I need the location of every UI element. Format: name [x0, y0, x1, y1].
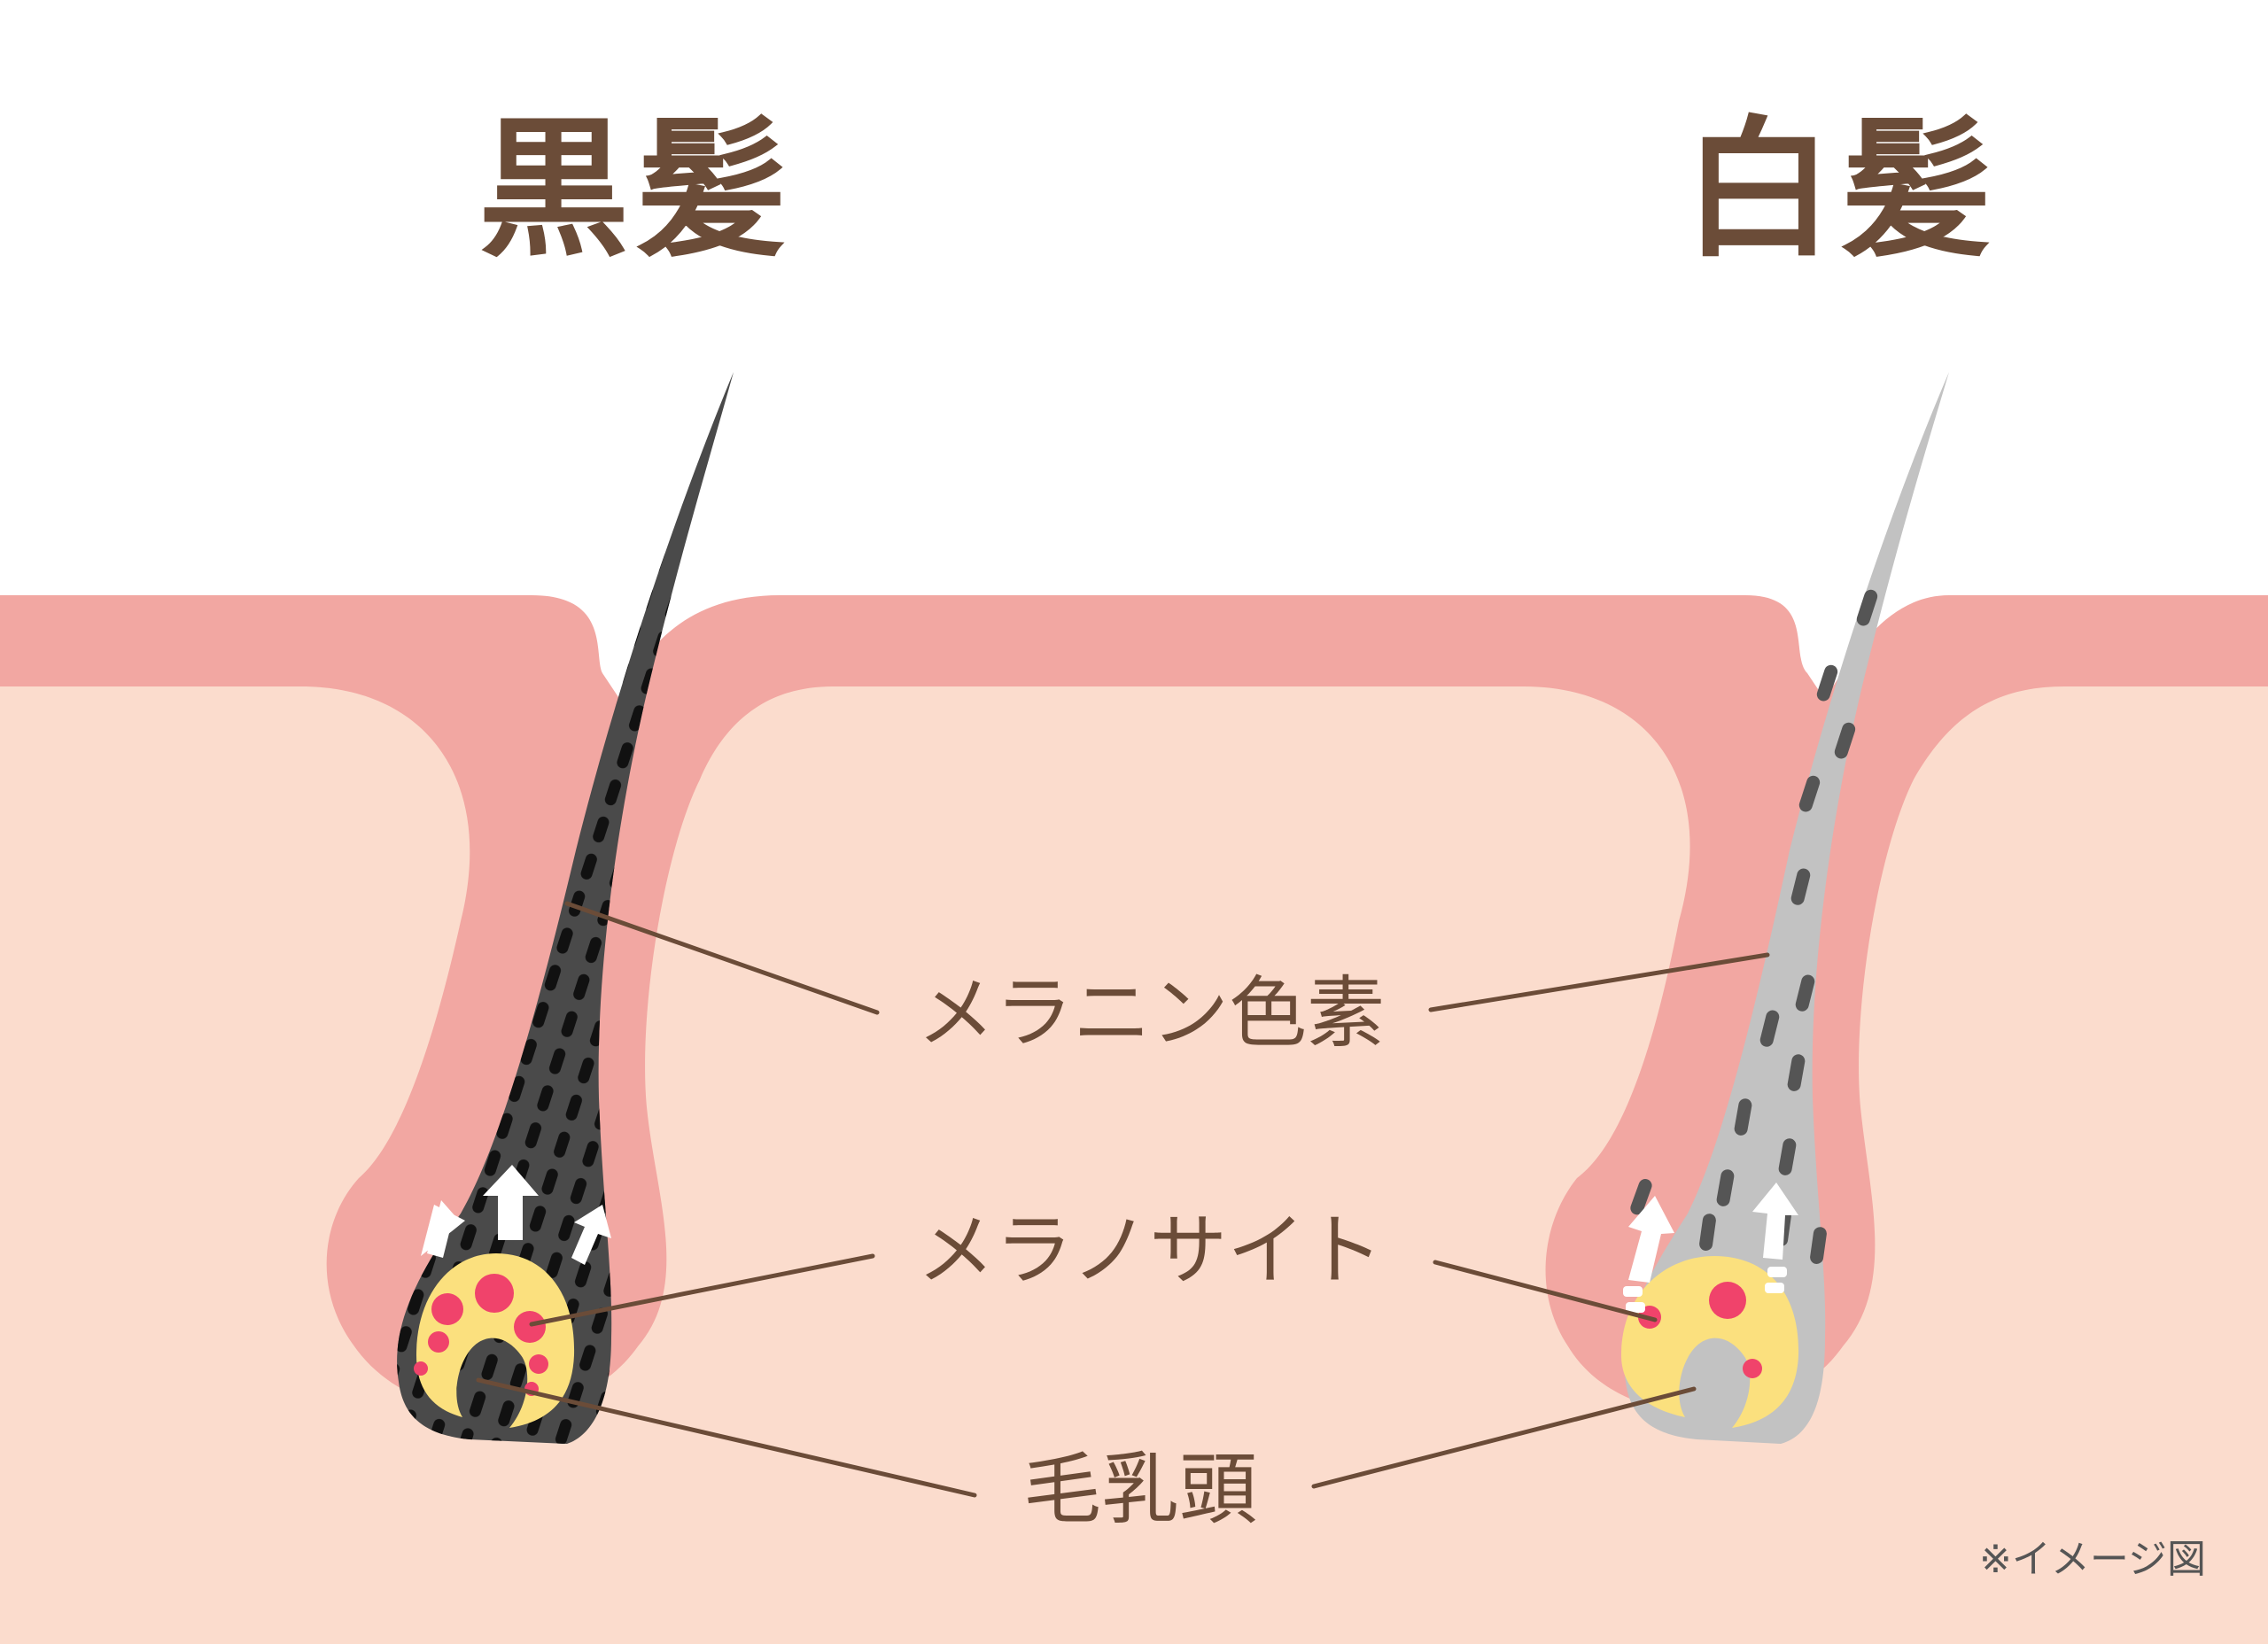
- leader-lines: [476, 901, 1770, 1498]
- title-white-hair: 白髪: [1683, 103, 2000, 278]
- melanin-arrows: [421, 1165, 611, 1265]
- leader-line-melanin-white: [1428, 952, 1770, 1012]
- melanocyte-cell: [529, 1354, 548, 1374]
- leader-line-papilla-white: [1311, 1386, 1697, 1489]
- melanocyte-cell: [414, 1361, 428, 1376]
- leader-line-papilla-black: [476, 1377, 977, 1498]
- melanocyte-cell: [1709, 1282, 1746, 1319]
- title-black-hair: 黒髪: [478, 103, 795, 278]
- melanocyte-cell: [514, 1311, 546, 1343]
- white-hair-strand: [1624, 372, 1949, 1444]
- image-note: ※イメージ図: [1979, 1537, 2206, 1582]
- leader-line-melanocyte-white: [1433, 1260, 1658, 1322]
- leader-line-melanin-black: [564, 901, 880, 1015]
- label-dermal-papilla: 毛乳頭: [1023, 1444, 1258, 1535]
- melanocyte-cell: [431, 1293, 463, 1325]
- leader-line-melanocyte-black: [529, 1253, 875, 1327]
- melanocyte-cell: [1743, 1359, 1762, 1378]
- label-melanocyte: メラノサイト: [917, 1205, 1384, 1296]
- label-melanin: メラニン色素: [917, 967, 1386, 1059]
- weak-melanin-arrows: [1623, 1183, 1798, 1313]
- white-dermal-papilla: [1621, 1256, 1799, 1428]
- melanocyte-cell: [428, 1331, 449, 1353]
- black-dermal-papilla: [414, 1253, 575, 1428]
- melanocyte-cell: [475, 1274, 514, 1313]
